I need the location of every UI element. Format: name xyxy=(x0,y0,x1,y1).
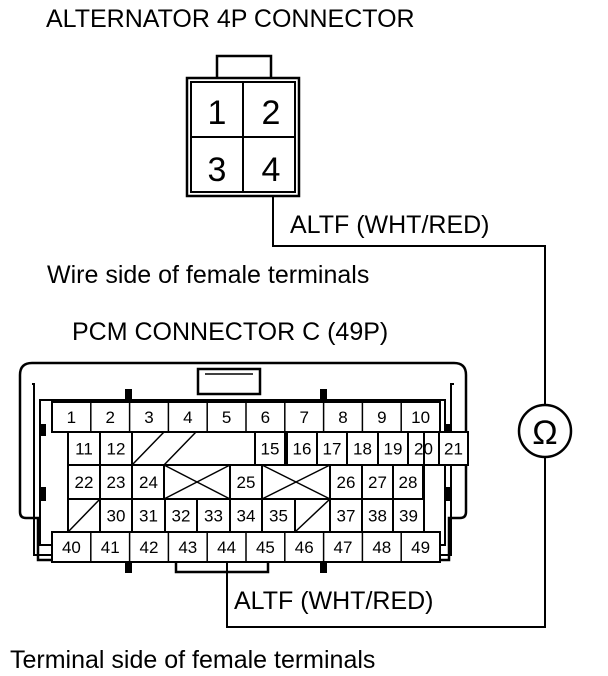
pcm-terminal-11: 11 xyxy=(75,440,93,459)
pcm-terminal-46: 46 xyxy=(295,538,314,557)
pcm-cross-line xyxy=(261,464,331,500)
pcm-cell xyxy=(438,431,469,466)
pcm-terminal-1: 1 xyxy=(67,408,76,427)
alternator-pin-1: 1 xyxy=(208,94,227,132)
ohmmeter xyxy=(517,403,573,459)
pcm-terminal-2: 2 xyxy=(105,408,114,427)
pcm-terminal-25: 25 xyxy=(237,473,256,492)
pcm-terminal-3: 3 xyxy=(144,408,153,427)
pcm-terminal-49: 49 xyxy=(411,538,430,557)
pcm-terminal-26: 26 xyxy=(337,473,356,492)
alternator-housing xyxy=(185,76,301,198)
pcm-terminal-8: 8 xyxy=(338,408,347,427)
pcm-cell xyxy=(346,431,379,466)
pcm-terminal-10: 10 xyxy=(411,408,430,427)
pcm-empty-slot xyxy=(131,431,256,466)
alternator-lock-tab xyxy=(215,54,273,78)
pcm-terminal-38: 38 xyxy=(368,507,387,526)
pcm-terminal-9: 9 xyxy=(377,408,386,427)
alternator-pin-3: 3 xyxy=(208,151,227,189)
pcm-cell xyxy=(329,498,363,533)
pcm-cell xyxy=(286,431,318,466)
pcm-cell xyxy=(392,464,424,500)
pcm-terminal-35: 35 xyxy=(269,507,288,526)
pcm-housing-tabs xyxy=(40,389,450,573)
pcm-terminal-40: 40 xyxy=(62,538,81,557)
pcm-terminal-45: 45 xyxy=(256,538,275,557)
altf-wire-bottom xyxy=(226,458,546,628)
pcm-terminal-43: 43 xyxy=(178,538,197,557)
pcm-empty-diagonal xyxy=(67,498,101,533)
pcm-empty-diagonal xyxy=(294,498,331,533)
pcm-terminal-31: 31 xyxy=(139,507,158,526)
alternator-view-label: Wire side of female terminals xyxy=(47,261,369,289)
pcm-terminal-16: 16 xyxy=(293,440,312,459)
pcm-terminal-39: 39 xyxy=(399,507,418,526)
pcm-terminal-12: 12 xyxy=(107,440,126,459)
pcm-terminal-7: 7 xyxy=(299,408,308,427)
pcm-title: PCM CONNECTOR C (49P) xyxy=(72,318,388,346)
pcm-terminal-6: 6 xyxy=(261,408,270,427)
pcm-terminal-28: 28 xyxy=(399,473,418,492)
alternator-connector xyxy=(185,54,301,198)
pcm-terminal-15: 15 xyxy=(261,440,280,459)
pcm-terminal-30: 30 xyxy=(107,507,126,526)
pcm-terminal-37: 37 xyxy=(337,507,356,526)
pcm-empty-diagonal xyxy=(131,431,165,466)
altf-wire-top xyxy=(272,196,546,404)
pcm-inner-border xyxy=(67,431,425,533)
pcm-terminal-19: 19 xyxy=(384,440,403,459)
pcm-terminal-32: 32 xyxy=(172,507,191,526)
pcm-terminal-41: 41 xyxy=(101,538,120,557)
alternator-pin-2: 2 xyxy=(262,94,281,132)
pcm-terminal-44: 44 xyxy=(217,538,236,557)
wire-label-top: ALTF (WHT/RED) xyxy=(290,211,490,239)
wire-label-bottom: ALTF (WHT/RED) xyxy=(234,587,434,615)
pcm-cell xyxy=(361,498,394,533)
pcm-empty-diagonal xyxy=(163,431,197,466)
pcm-terminal-47: 47 xyxy=(334,538,353,557)
pcm-cross-line xyxy=(163,464,231,500)
pcm-terminal-23: 23 xyxy=(107,473,126,492)
pcm-terminal-48: 48 xyxy=(372,538,391,557)
pcm-terminal-34: 34 xyxy=(237,507,256,526)
pcm-terminal-4: 4 xyxy=(183,408,192,427)
pcm-terminal-27: 27 xyxy=(368,473,387,492)
alternator-title: ALTERNATOR 4P CONNECTOR xyxy=(46,5,415,33)
pcm-view-label: Terminal side of female terminals xyxy=(10,646,375,674)
pcm-terminal-17: 17 xyxy=(323,440,342,459)
ohm-icon: Ω xyxy=(532,414,557,452)
pcm-terminal-33: 33 xyxy=(204,507,223,526)
pcm-terminal-24: 24 xyxy=(139,473,158,492)
pcm-terminal-22: 22 xyxy=(75,473,94,492)
pcm-terminal-18: 18 xyxy=(353,440,372,459)
pcm-terminal-21: 21 xyxy=(444,440,463,459)
pcm-terminal-5: 5 xyxy=(222,408,231,427)
pcm-terminal-42: 42 xyxy=(140,538,159,557)
alternator-pin-4: 4 xyxy=(262,151,281,189)
